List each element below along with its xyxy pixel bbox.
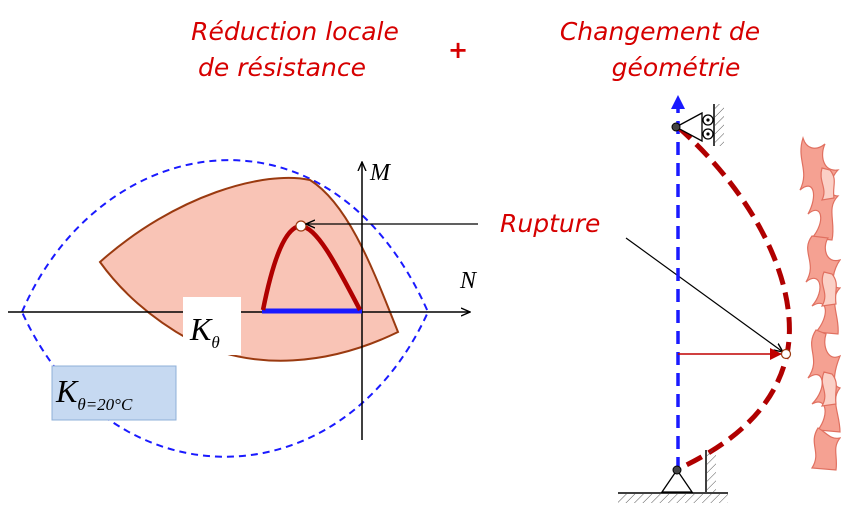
rupture-pointer-to-column	[625, 237, 783, 352]
reference-envelope-curve	[20, 159, 430, 458]
rupture-label: Rupture	[500, 209, 600, 238]
k-reference-label: Kθ=20°C	[55, 373, 133, 414]
interaction-diagram: M N Kθ Kθ=20°C	[8, 159, 478, 458]
deformed-column-curve	[674, 125, 792, 473]
k-theta-label-box	[183, 297, 241, 355]
n-axis-label: N	[459, 268, 478, 294]
top-roller-support	[671, 104, 724, 146]
title-left-line1: Réduction locale	[191, 17, 399, 46]
reduced-domain-shape	[98, 176, 400, 362]
title-right-line1: Changement de	[560, 17, 760, 46]
title-right-line2: géométrie	[612, 53, 741, 82]
column-diagram	[618, 95, 792, 503]
bottom-pin-support	[618, 450, 728, 503]
failure-point-diagram	[295, 220, 307, 232]
m-axis-label: M	[369, 160, 392, 186]
plus-sign: +	[448, 36, 468, 64]
k-theta-label: Kθ	[189, 311, 220, 352]
fire-flames	[799, 135, 841, 471]
k-reference-label-box	[51, 365, 177, 421]
failure-point-column	[780, 348, 792, 360]
title-left-line2: de résistance	[198, 53, 366, 82]
